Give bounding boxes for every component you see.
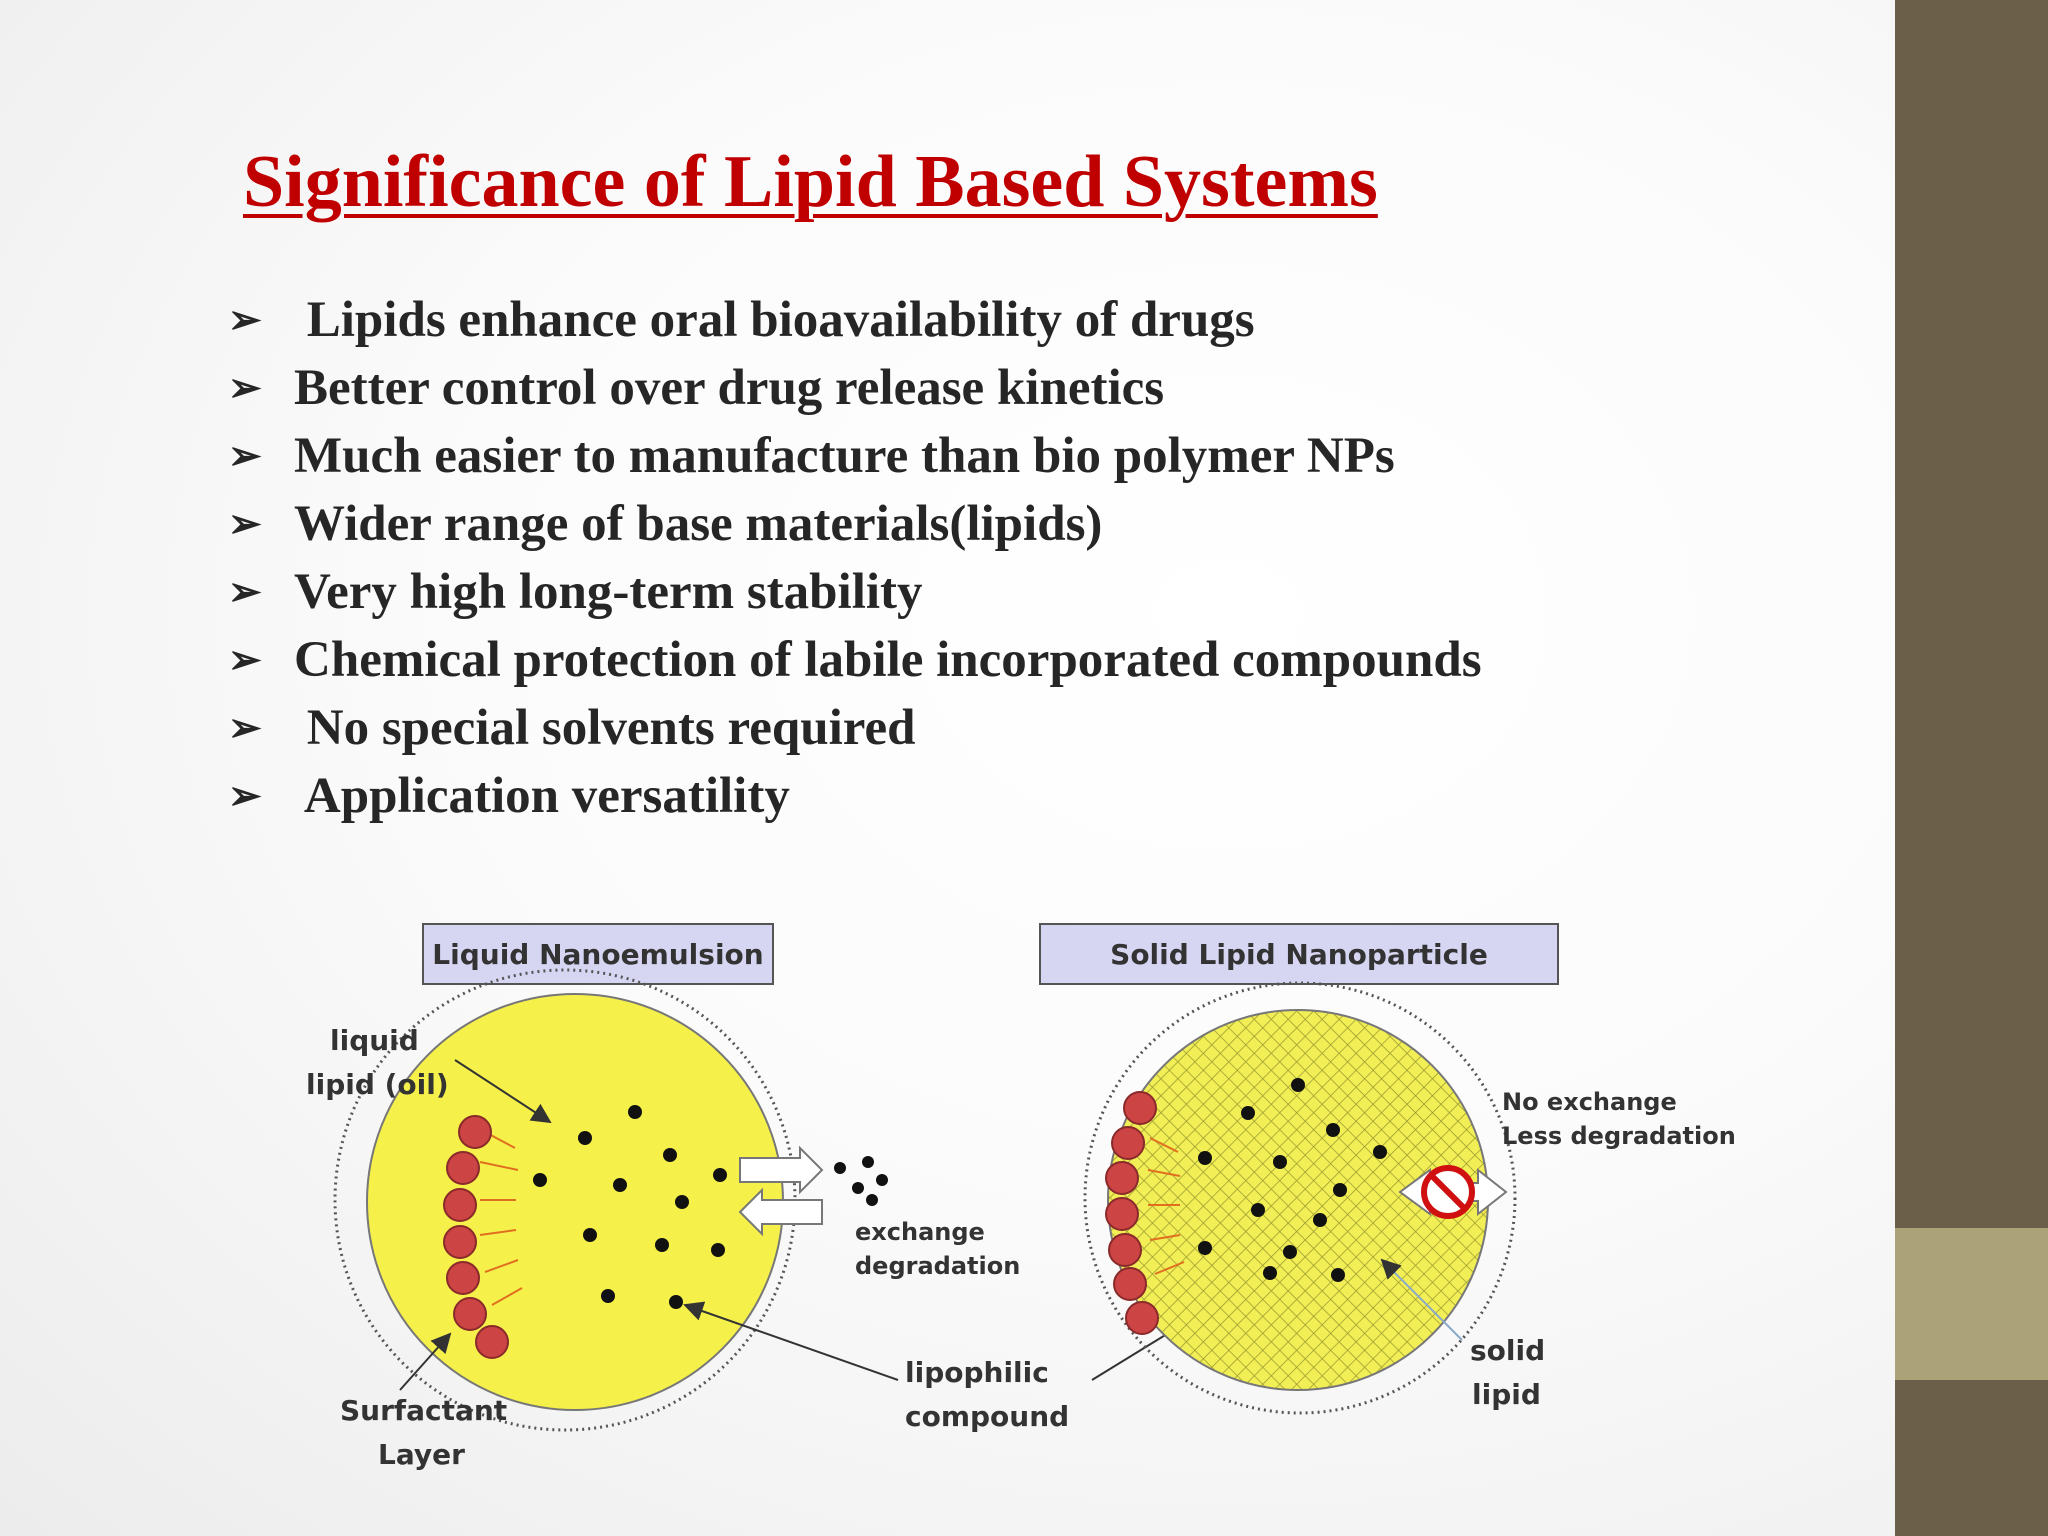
arrowhead-bullet-icon: ➢ [228, 569, 262, 614]
arrowhead-bullet-icon: ➢ [228, 637, 262, 682]
slide-sidebar-accent [1895, 1228, 2048, 1380]
compound-label: compound [905, 1400, 1069, 1433]
bullet-item: ➢ Better control over drug release kineti… [228, 354, 1482, 422]
liquid-lipid-oil-label: lipid (oil) [306, 1068, 449, 1101]
exchange-arrows-icon [738, 1145, 824, 1237]
solid-lipid-label: solid [1470, 1334, 1545, 1367]
surfactant-heads [443, 1115, 509, 1359]
lipophilic-label: lipophilic [905, 1356, 1049, 1389]
nanoparticle-diagram: Liquid Nanoemulsion [270, 900, 1740, 1480]
bullet-text: Wider range of base materials(lipids) [294, 496, 1103, 552]
liquid-lipid-label: liquid [330, 1024, 419, 1057]
arrowhead-bullet-icon: ➢ [228, 773, 262, 818]
surfactant-label: Surfactant [340, 1394, 507, 1427]
nanoparticle-diagram-svg: Liquid Nanoemulsion [306, 923, 1736, 1471]
sln-surfactant-tails [1147, 1137, 1185, 1275]
solid-lipid-pointer [1380, 1258, 1463, 1341]
blocked-exchange-arrow-icon [1398, 1165, 1508, 1219]
surfactant-pointer [399, 1332, 452, 1391]
sln-shell [1083, 981, 1517, 1415]
arrowhead-bullet-icon: ➢ [228, 297, 262, 342]
bullet-text: Application versatility [294, 768, 790, 824]
bullet-text: No special solvents required [294, 700, 916, 756]
arrowhead-bullet-icon: ➢ [228, 433, 262, 478]
sln-surfactant-heads [1105, 1091, 1159, 1335]
bullet-text: Chemical protection of labile incorporat… [294, 632, 1482, 688]
solid-lipid-label-2: lipid [1472, 1378, 1541, 1411]
arrowhead-bullet-icon: ➢ [228, 501, 262, 546]
exchange-label: exchange [855, 1218, 985, 1246]
liquid-lipid-pointer [454, 1059, 552, 1124]
bullet-item: ➢ Very high long-term stability [228, 558, 1482, 626]
surfactant-tails [479, 1131, 523, 1306]
no-exchange-label: No exchange [1502, 1088, 1677, 1116]
arrowhead-bullet-icon: ➢ [228, 365, 262, 410]
bullet-item: ➢ Chemical protection of labile incorpora… [228, 626, 1482, 694]
bullet-item: ➢ No special solvents required [228, 694, 1482, 762]
bullet-text: Lipids enhance oral bioavailability of d… [294, 292, 1255, 348]
liquid-nanoemulsion-title: Liquid Nanoemulsion [432, 938, 763, 971]
less-degradation-label: Less degradation [1502, 1122, 1736, 1150]
bullet-item: ➢ Application versatility [228, 762, 1482, 830]
solid-lipid-nanoparticle-title: Solid Lipid Nanoparticle [1110, 938, 1488, 971]
bullet-item: ➢ Lipids enhance oral bioavailability of… [228, 286, 1482, 354]
surfactant-layer-label: Layer [378, 1438, 465, 1471]
lipophilic-pointer-left [683, 1301, 899, 1381]
lipophilic-compound-dots [533, 1105, 727, 1309]
bullet-list: ➢ Lipids enhance oral bioavailability of… [228, 286, 1482, 830]
bullet-text: Very high long-term stability [294, 564, 923, 620]
bullet-item: ➢ Much easier to manufacture than bio pol… [228, 422, 1482, 490]
bullet-item: ➢ Wider range of base materials(lipids) [228, 490, 1482, 558]
solid-lipid-nanoparticle-label-box [1039, 923, 1559, 985]
bullet-text: Much easier to manufacture than bio poly… [294, 428, 1395, 484]
liquid-nanoemulsion-label-box [422, 923, 774, 985]
sln-compound-dots [1198, 1078, 1387, 1282]
liquid-lipid-core [366, 993, 784, 1411]
bullet-text: Better control over drug release kinetic… [294, 360, 1165, 416]
released-compound-dots [834, 1156, 888, 1206]
degradation-label: degradation [855, 1252, 1020, 1280]
arrowhead-bullet-icon: ➢ [228, 705, 262, 750]
slide-title: Significance of Lipid Based Systems [243, 141, 1378, 223]
